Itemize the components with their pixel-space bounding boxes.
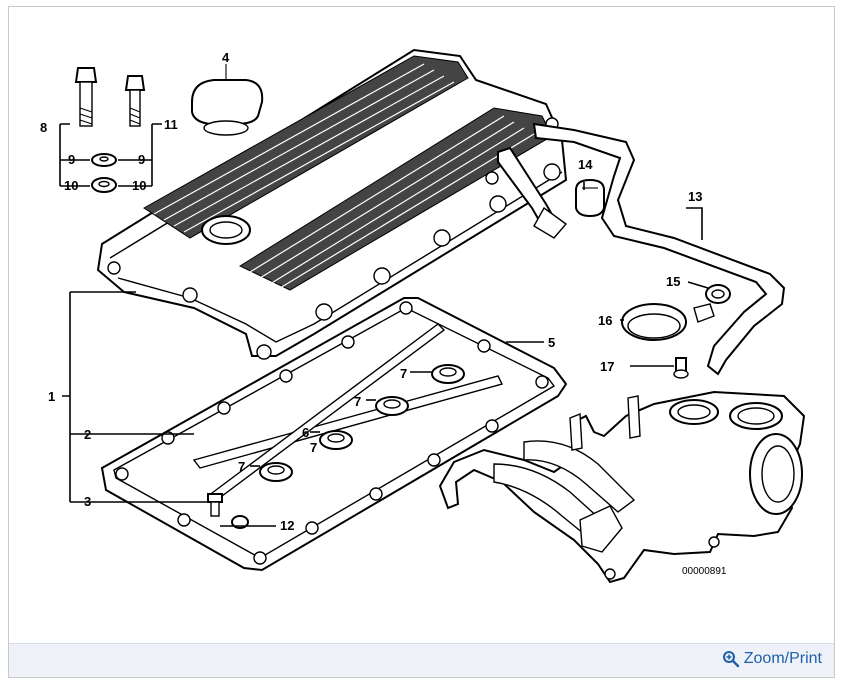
callout-7a: 7 [400,366,407,381]
cover-bosses [107,117,561,360]
callout-16: 16 [598,313,612,328]
callout-11: 11 [164,117,178,132]
callout-2: 2 [84,427,91,442]
zoom-print-label: Zoom/Print [743,650,822,667]
callout-8: 8 [40,120,47,135]
filler-cap [191,64,264,136]
callout-4: 4 [222,50,230,65]
intake-manifold [438,390,806,584]
gasket-holes [115,301,549,565]
callout-3: 3 [84,494,91,509]
cover-ribs-left [143,55,469,239]
callout-9a: 9 [68,152,75,167]
callout-15: 15 [666,274,680,289]
callout-17: 17 [600,359,614,374]
callout-10b: 10 [132,178,146,193]
callout-7c: 7 [310,440,317,455]
zoom-print-link[interactable]: Zoom/Print [722,650,822,668]
hose-clamp [575,178,605,218]
small-clamp [705,284,731,304]
callout-1: 1 [48,389,55,404]
small-bolt [207,493,223,517]
callout-6: 6 [302,425,309,440]
grommet [621,303,715,341]
callout-9b: 9 [138,152,145,167]
bolt-17 [673,357,689,379]
footer-bar: Zoom/Print [9,643,834,677]
valve-cover [96,48,568,360]
callout-7b: 7 [354,394,361,409]
callout-13: 13 [688,189,702,204]
callout-10a: 10 [64,178,78,193]
breather-hose [497,122,786,376]
callout-5: 5 [548,335,555,350]
callouts: 1 2 3 4 5 6 7 7 7 7 8 9 9 10 10 11 12 13… [40,50,727,577]
callout-14: 14 [578,157,593,172]
callout-7d: 7 [238,459,245,474]
diagram-code: 00000891 [682,566,727,577]
magnifier-plus-icon [722,651,739,668]
leader-lines [62,182,709,527]
parts-diagram: 1 2 3 4 5 6 7 7 7 7 8 9 9 10 10 11 12 13… [40,48,806,584]
nut [231,515,249,529]
plug-seals [259,364,465,482]
bolts-group [59,67,162,193]
callout-12: 12 [280,518,294,533]
